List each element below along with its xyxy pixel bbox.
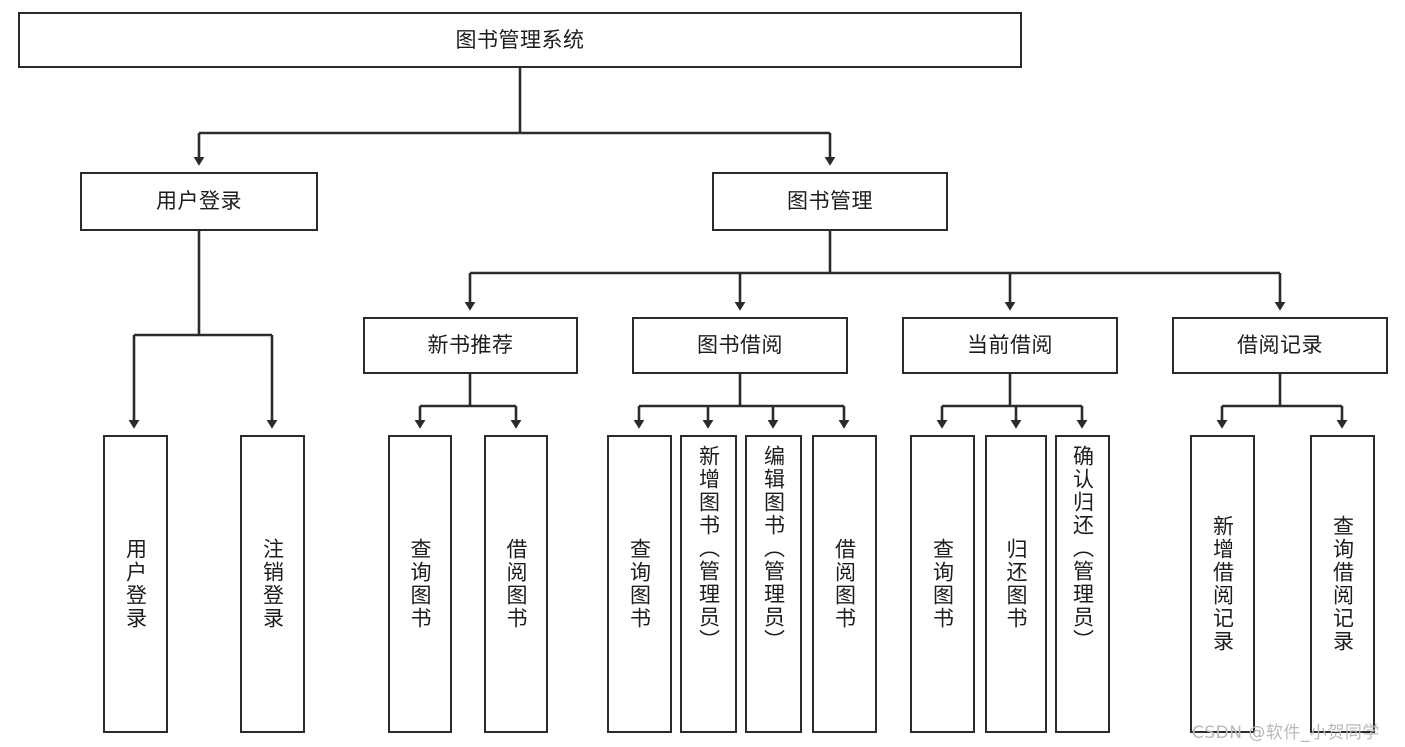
node-book-borrow[interactable]: 图书借阅 [632,317,848,374]
node-leaf-query-borrow-record[interactable]: 查询借阅记录 [1310,435,1375,733]
node-leaf-confirm-return-admin[interactable]: 确认归还（管理员） [1055,435,1110,733]
node-root[interactable]: 图书管理系统 [18,12,1022,68]
node-leaf-user-login[interactable]: 用户登录 [103,435,168,733]
node-new-book-recommend[interactable]: 新书推荐 [363,317,578,374]
node-leaf-add-book-admin-label: 新增图书（管理员） [696,445,721,652]
node-leaf-edit-book-admin-label: 编辑图书（管理员） [761,445,786,652]
node-leaf-query-book-current[interactable]: 查询图书 [910,435,975,733]
node-leaf-return-book[interactable]: 归还图书 [985,435,1047,733]
node-leaf-borrow-book[interactable]: 借阅图书 [812,435,877,733]
node-borrow-record[interactable]: 借阅记录 [1172,317,1388,374]
node-leaf-query-borrow-record-label: 查询借阅记录 [1330,515,1355,653]
node-current-borrow-label: 当前借阅 [967,333,1053,358]
node-leaf-user-login-label: 用户登录 [123,538,148,630]
node-user-login[interactable]: 用户登录 [80,172,318,231]
node-root-label: 图书管理系统 [455,27,585,52]
node-leaf-borrow-book-recommend-label: 借阅图书 [504,538,529,630]
node-leaf-borrow-book-label: 借阅图书 [832,538,857,630]
node-leaf-add-borrow-record[interactable]: 新增借阅记录 [1190,435,1255,733]
csdn-watermark: CSDN @软件_小贺同学 [1192,723,1380,743]
node-new-book-recommend-label: 新书推荐 [427,333,514,358]
node-book-borrow-label: 图书借阅 [697,333,783,358]
node-book-management-label: 图书管理 [787,189,873,214]
node-leaf-add-borrow-record-label: 新增借阅记录 [1210,515,1235,653]
node-leaf-add-book-admin[interactable]: 新增图书（管理员） [680,435,737,733]
node-leaf-edit-book-admin[interactable]: 编辑图书（管理员） [745,435,802,733]
node-leaf-logout[interactable]: 注销登录 [240,435,305,733]
node-leaf-logout-label: 注销登录 [260,538,285,630]
node-book-management[interactable]: 图书管理 [712,172,948,231]
node-borrow-record-label: 借阅记录 [1237,333,1323,358]
node-leaf-query-book-current-label: 查询图书 [930,538,955,630]
node-leaf-query-book-borrow-label: 查询图书 [627,538,652,630]
node-leaf-query-book-borrow[interactable]: 查询图书 [607,435,672,733]
node-leaf-query-book-recommend-label: 查询图书 [408,538,433,630]
node-leaf-query-book-recommend[interactable]: 查询图书 [388,435,452,733]
node-current-borrow[interactable]: 当前借阅 [902,317,1118,374]
node-leaf-return-book-label: 归还图书 [1004,538,1029,630]
node-leaf-borrow-book-recommend[interactable]: 借阅图书 [484,435,548,733]
node-user-login-label: 用户登录 [156,189,242,214]
node-leaf-confirm-return-admin-label: 确认归还（管理员） [1070,445,1095,652]
